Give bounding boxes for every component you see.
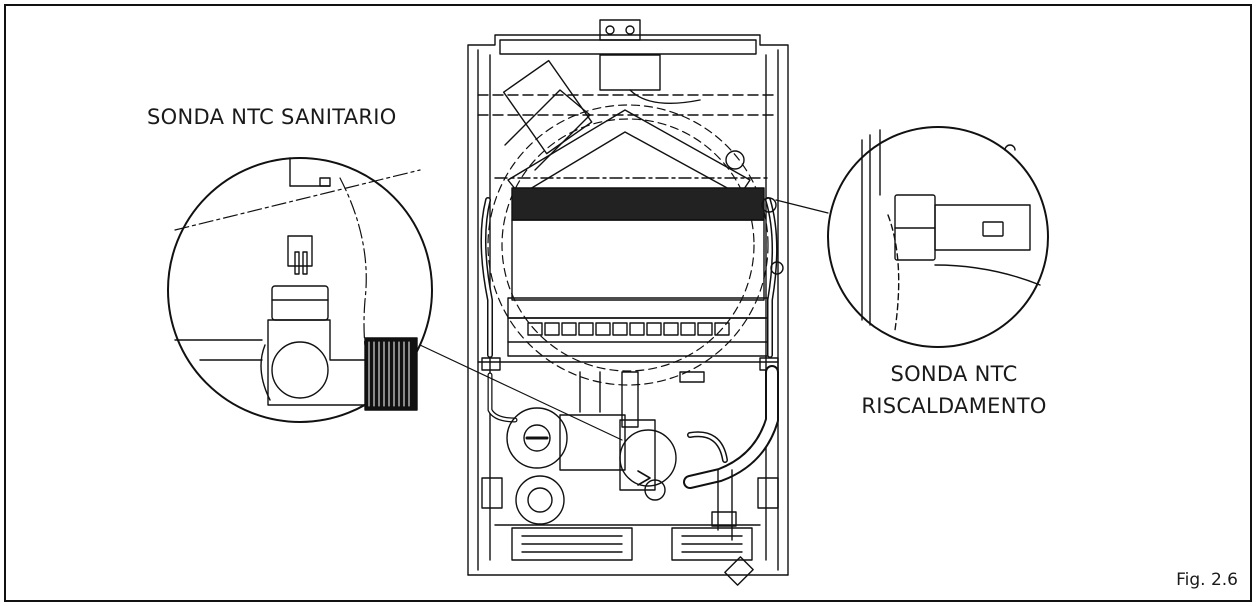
detail-circle-riscaldamento [775,126,1049,348]
figure-number: Fig. 2.6 [1176,570,1238,590]
figure-frame [4,4,1252,602]
combustion-hood [477,54,779,196]
hydraulic-group [477,357,779,541]
expansion-vessel-outline [487,104,769,386]
label-ntc-riscaldamento-line2: RISCALDAMENTO [861,394,1047,418]
connection-plate [481,477,779,586]
circulation-pump [506,407,568,469]
burner-ramp [527,322,730,336]
label-ntc-riscaldamento: SONDA NTC RISCALDAMENTO [838,358,1070,422]
detail-circle-sanitario [167,157,623,441]
label-ntc-riscaldamento-line1: SONDA NTC [890,362,1018,386]
label-ntc-sanitario: SONDA NTC SANITARIO [147,105,397,129]
heat-exchanger [480,187,784,358]
